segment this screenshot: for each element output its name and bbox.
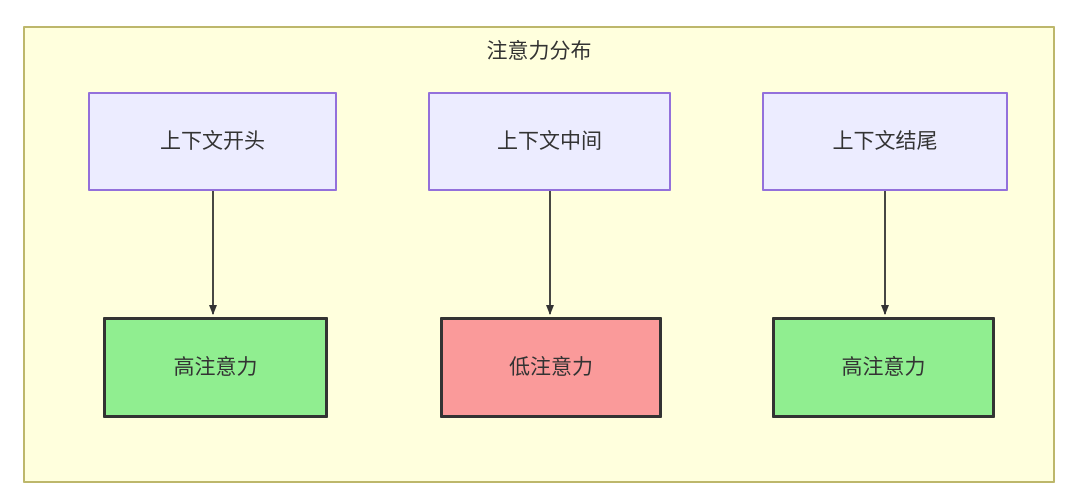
node-high-attention-start[interactable]: 高注意力 [103,317,328,418]
node-high-attention-end[interactable]: 高注意力 [772,317,995,418]
node-low-attention-middle-label: 低注意力 [509,355,593,379]
node-context-start[interactable]: 上下文开头 [88,92,337,191]
node-context-middle-label: 上下文中间 [497,129,602,153]
node-high-attention-end-label: 高注意力 [841,355,926,379]
node-context-end[interactable]: 上下文结尾 [762,92,1008,191]
node-high-attention-start-label: 高注意力 [173,355,258,379]
subgraph-title: 注意力分布 [486,40,592,63]
node-context-start-label: 上下文开头 [160,129,265,153]
node-low-attention-middle[interactable]: 低注意力 [440,317,662,418]
node-context-middle[interactable]: 上下文中间 [428,92,671,191]
node-context-end-label: 上下文结尾 [832,129,938,153]
